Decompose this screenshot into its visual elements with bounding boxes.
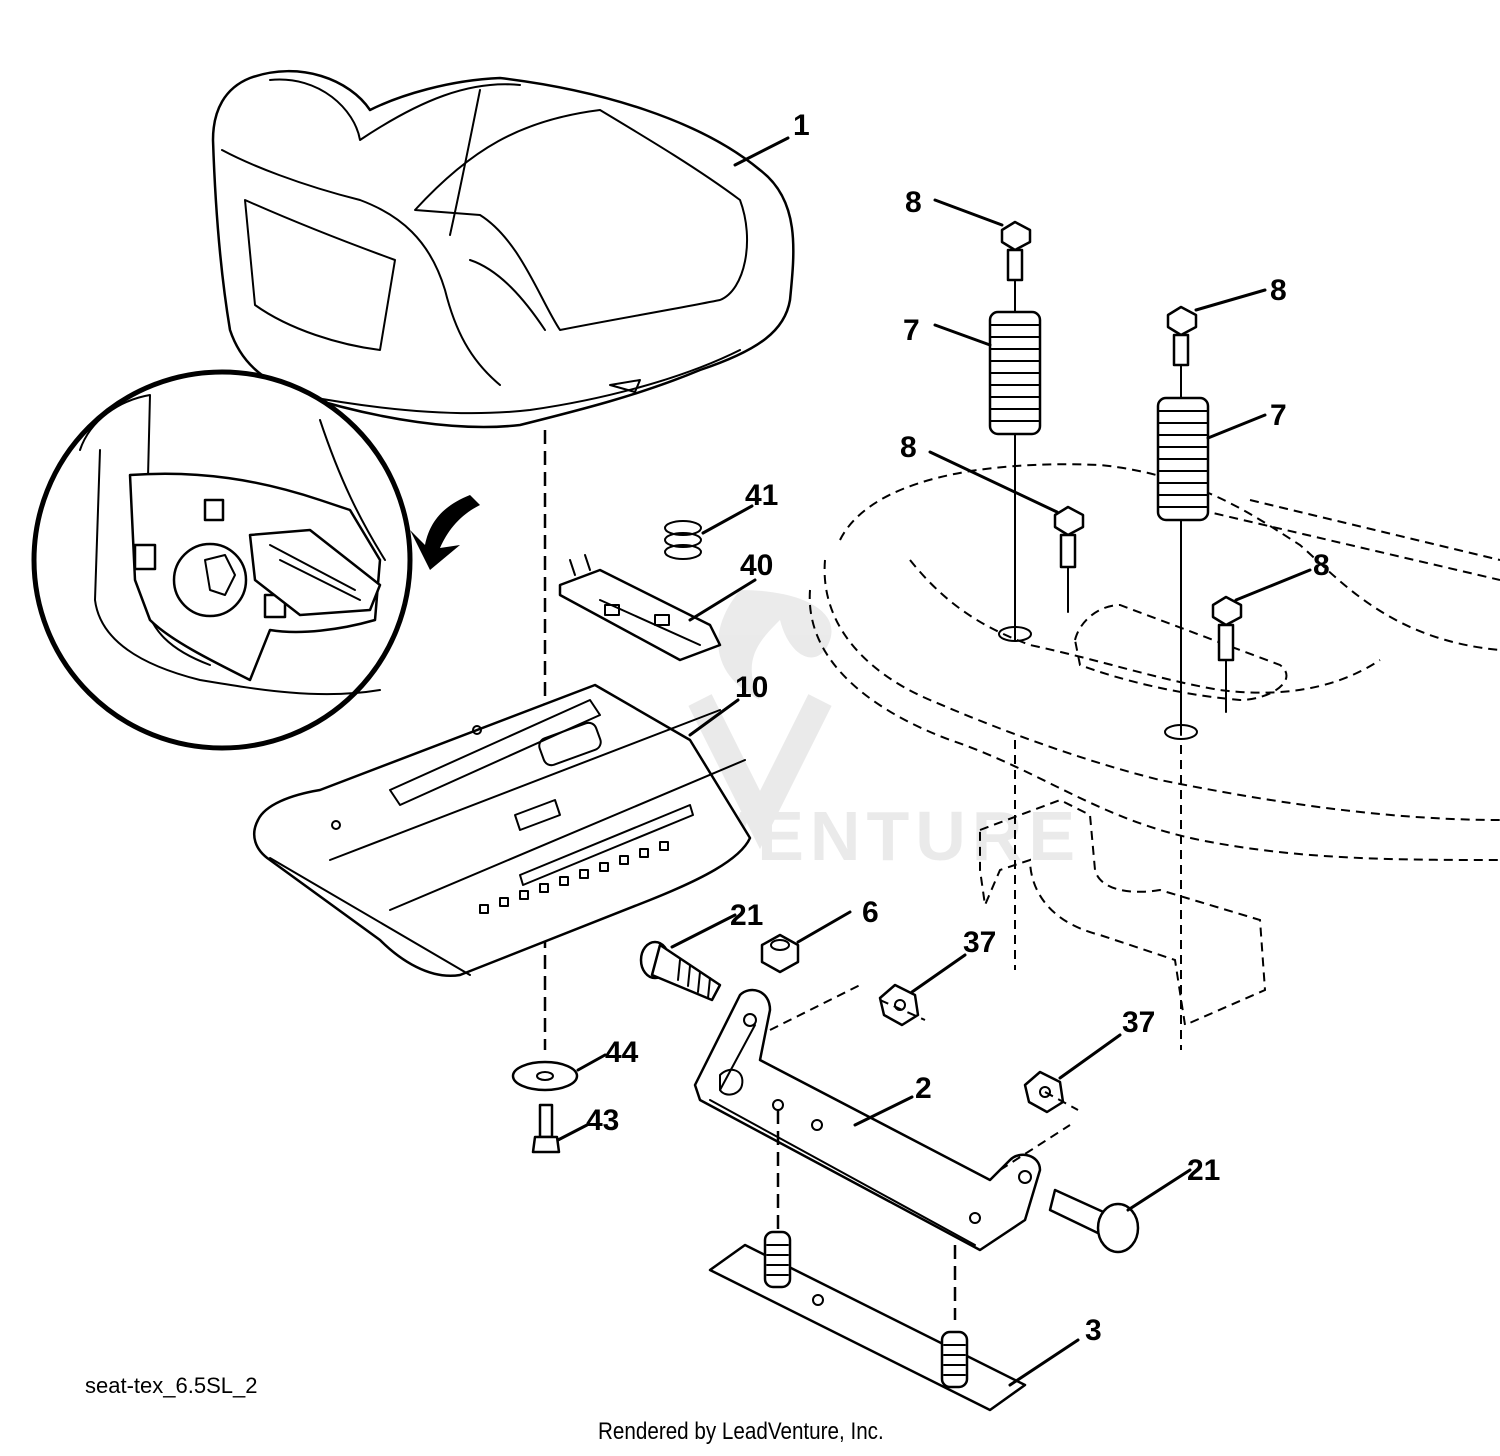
tractor-frame-outline xyxy=(808,463,1500,1027)
seat-part xyxy=(211,69,795,429)
callout-21-right: 21 xyxy=(1187,1154,1220,1187)
bolt-21-left xyxy=(639,940,722,1002)
callout-1: 1 xyxy=(793,109,810,142)
detail-view xyxy=(31,369,480,751)
leader-line xyxy=(701,504,754,535)
leader-line xyxy=(853,1095,914,1127)
leader-line xyxy=(796,910,852,944)
bolt-8-c xyxy=(1053,505,1085,569)
callout-2: 2 xyxy=(915,1072,932,1105)
bolt-8-d xyxy=(1211,595,1243,662)
leader-line xyxy=(1058,1033,1122,1080)
bolt-43 xyxy=(531,1103,561,1154)
callout-40: 40 xyxy=(740,549,773,582)
mount-hole xyxy=(1164,724,1198,740)
leader-line xyxy=(1234,568,1312,602)
leader-line xyxy=(688,578,757,622)
leader-line xyxy=(928,450,1059,514)
leader-line xyxy=(556,1123,589,1142)
leader-line xyxy=(1206,413,1267,440)
leader-line xyxy=(1008,1338,1080,1387)
callout-7-a: 7 xyxy=(903,314,920,347)
callout-8-a: 8 xyxy=(905,186,922,219)
callout-37-upper: 37 xyxy=(963,926,996,959)
callout-37-lower: 37 xyxy=(1122,1006,1155,1039)
callout-41: 41 xyxy=(745,479,778,512)
leader-line xyxy=(670,913,737,949)
callout-43: 43 xyxy=(586,1104,619,1137)
footer-credit: Rendered by LeadVenture, Inc. xyxy=(598,1418,884,1445)
bracket-40 xyxy=(558,554,722,662)
callout-44: 44 xyxy=(605,1036,639,1069)
leader-line xyxy=(1194,288,1267,312)
leader-line xyxy=(933,198,1004,227)
leader-line xyxy=(576,1053,607,1072)
plate-3 xyxy=(708,1230,1027,1412)
spring-7-b xyxy=(1156,396,1210,522)
bolt-8-b xyxy=(1166,305,1198,367)
callout-8-b: 8 xyxy=(1270,274,1287,307)
assembly-lines xyxy=(769,984,1079,1171)
callout-8-c: 8 xyxy=(900,431,917,464)
spring-7-a xyxy=(988,310,1042,436)
callout-7-b: 7 xyxy=(1270,399,1287,432)
callout-8-d: 8 xyxy=(1313,549,1330,582)
callout-21-left: 21 xyxy=(730,899,763,932)
leader-line xyxy=(733,136,790,167)
drawing-id: seat-tex_6.5SL_2 xyxy=(85,1373,258,1398)
washer-44 xyxy=(511,1060,579,1092)
mount-hole xyxy=(998,626,1032,642)
leader-line xyxy=(688,698,740,737)
nut-37-lower xyxy=(1023,1070,1065,1114)
callout-10: 10 xyxy=(735,671,768,704)
nut-37-upper xyxy=(878,983,920,1027)
leader-line xyxy=(1126,1168,1192,1212)
slot-row xyxy=(479,841,669,914)
leader-line xyxy=(933,323,992,347)
leader-line xyxy=(910,953,967,994)
callout-6: 6 xyxy=(862,896,879,929)
callout-3: 3 xyxy=(1085,1314,1102,1347)
bolt-21-right xyxy=(1048,1188,1140,1254)
spring-41 xyxy=(664,520,702,560)
curved-arrow-icon xyxy=(410,495,480,570)
seat-pan-10 xyxy=(253,683,752,978)
bolt-8-a xyxy=(1000,220,1032,282)
nut-6 xyxy=(760,933,800,974)
